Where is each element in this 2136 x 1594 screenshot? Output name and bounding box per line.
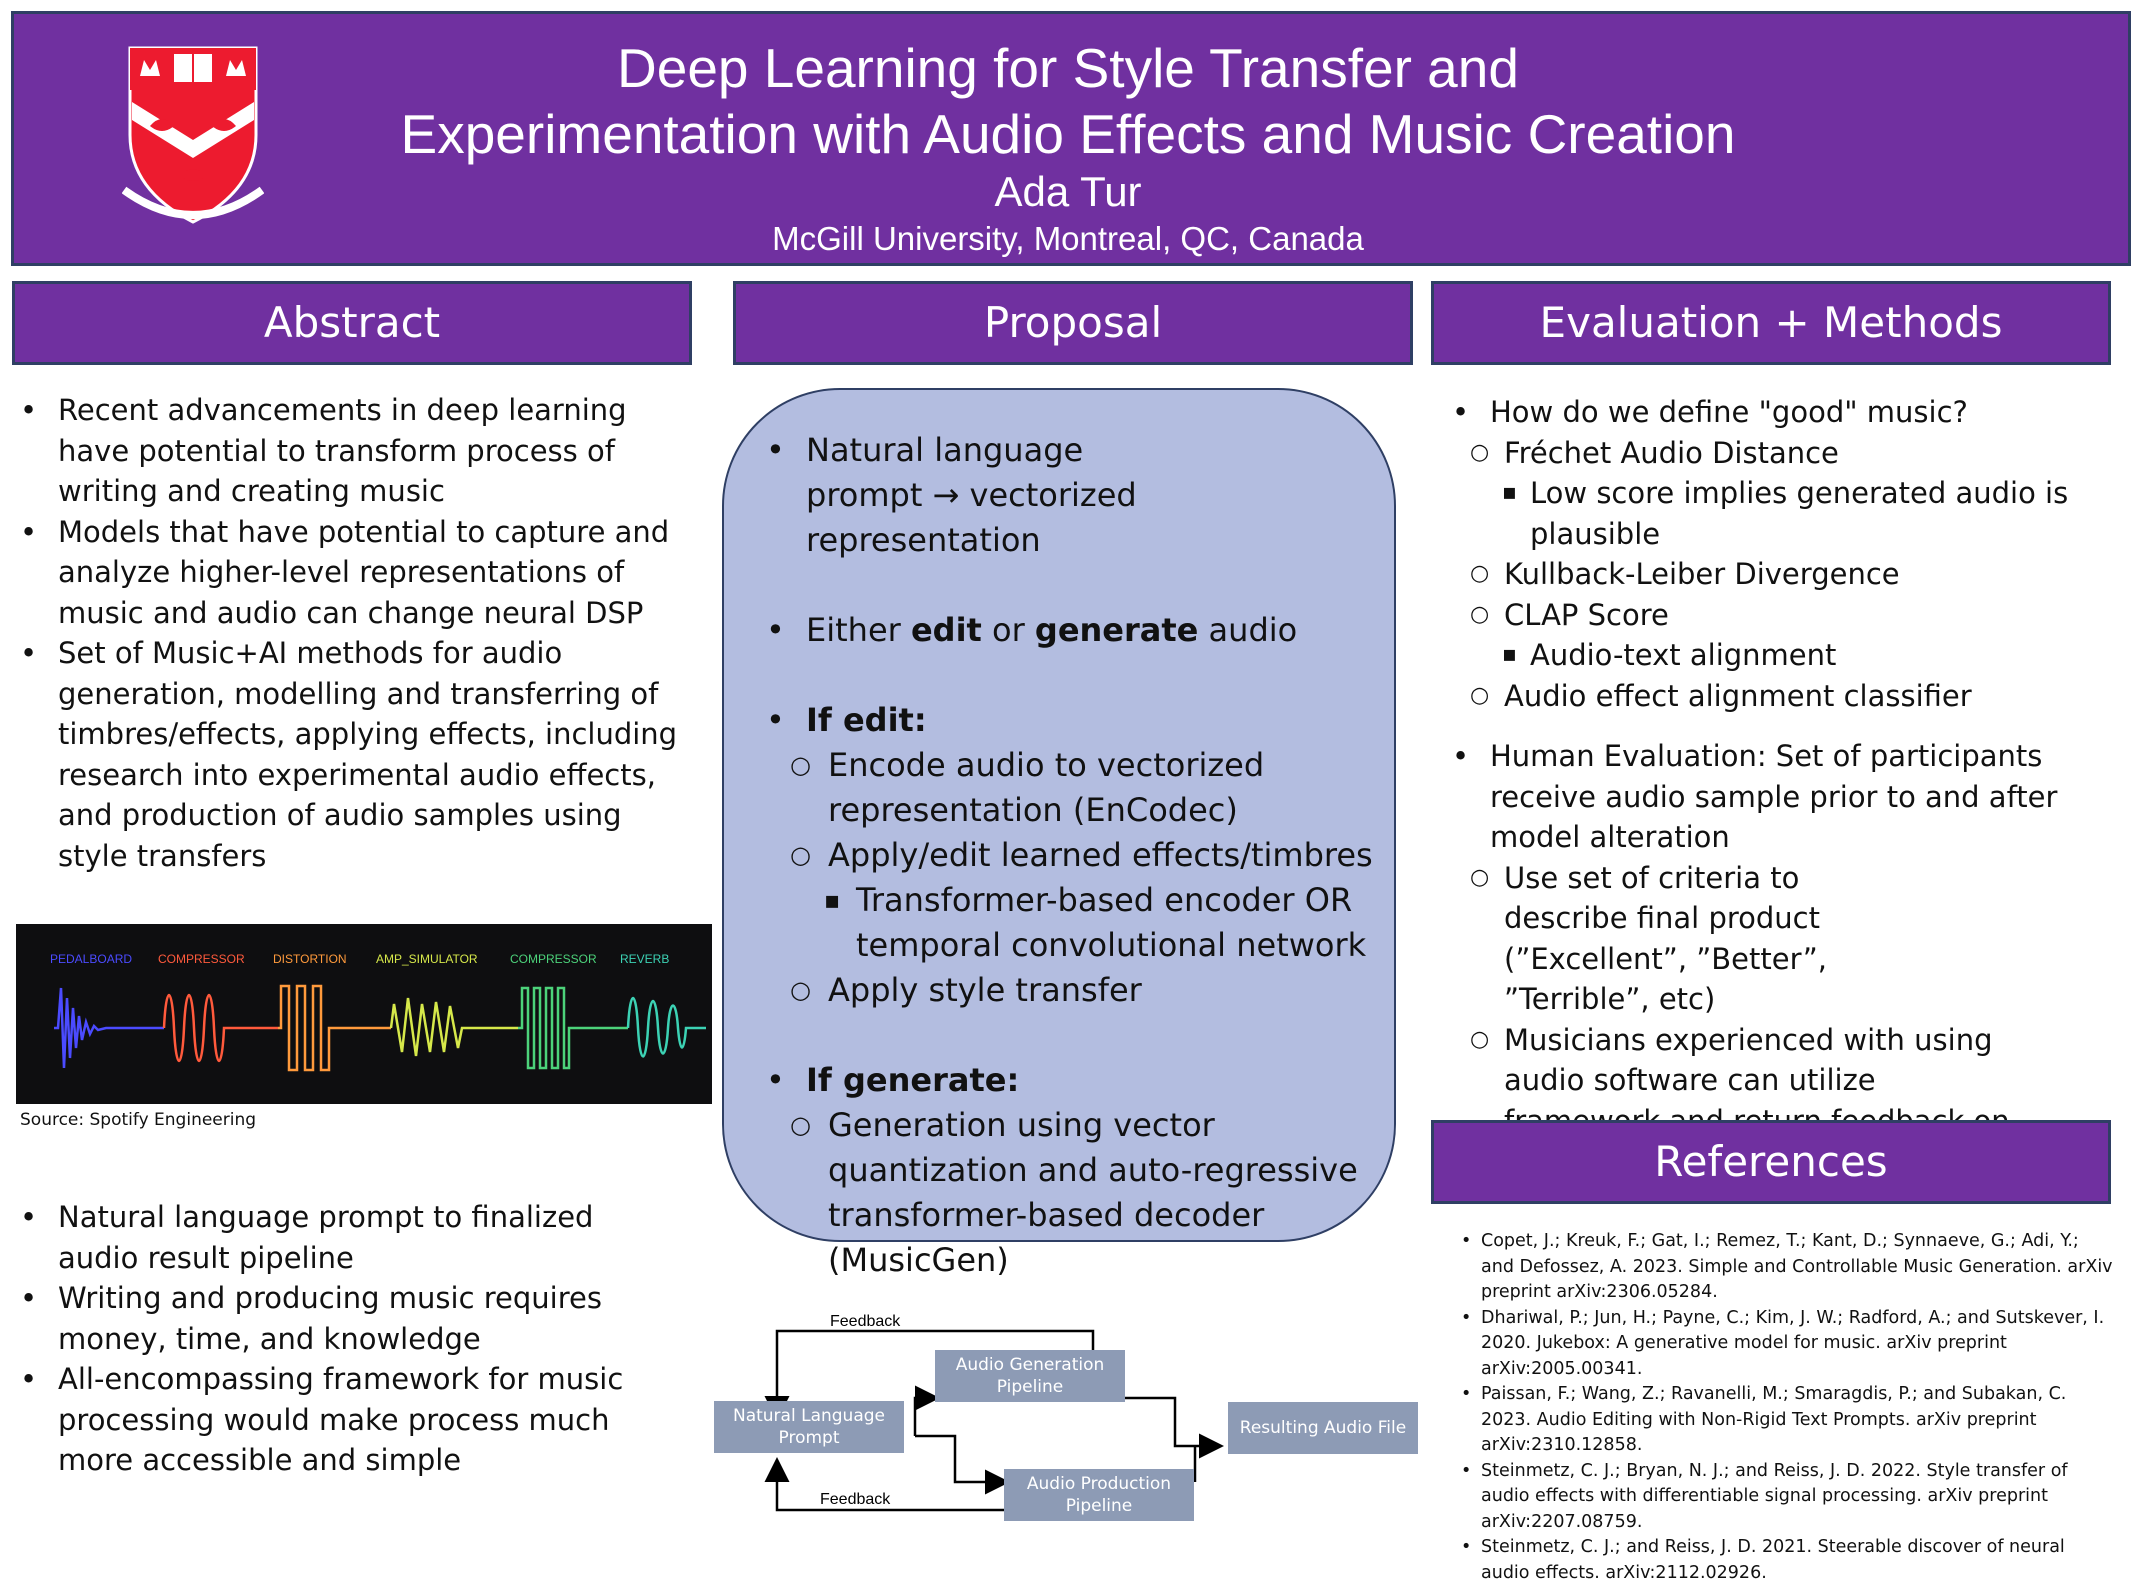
figure-label: COMPRESSOR — [158, 952, 245, 966]
list-item: How do we define "good" music? Fréchet A… — [1444, 392, 2116, 716]
proposal-emphasis: edit — [910, 611, 982, 649]
list-item: Apply style transfer — [790, 968, 1374, 1013]
list-item: Generation using vector quantization and… — [790, 1103, 1374, 1283]
evaluation-text: Human Evaluation: Set of participants re… — [1490, 739, 2058, 854]
reference-item: Steinmetz, C. J.; and Reiss, J. D. 2021.… — [1455, 1535, 2115, 1586]
flow-arrow — [1125, 1396, 1224, 1459]
list-item: Natural language prompt to finalized aud… — [12, 1197, 680, 1278]
list-item: Kullback-Leiber Divergence — [1470, 554, 2116, 595]
list-item: Use set of criteria to describe final pr… — [1470, 858, 2116, 1020]
proposal-text: Either — [806, 611, 911, 649]
list-item: Either edit or generate audio — [764, 608, 1374, 653]
figure-label: AMP_SIMULATOR — [376, 952, 478, 966]
proposal-text: audio — [1198, 611, 1298, 649]
proposal-subheading: If generate: — [806, 1061, 1020, 1099]
flow-node-generation: Audio Generation Pipeline — [935, 1350, 1125, 1402]
pipeline-flowchart: Feedback Feedback — [764, 1313, 1224, 1512]
proposal-text: or — [981, 611, 1035, 649]
figure-label: COMPRESSOR — [510, 952, 597, 966]
list-item: Recent advancements in deep learning hav… — [12, 390, 680, 512]
audio-effects-figure: PEDALBOARD COMPRESSOR DISTORTION AMP_SIM… — [16, 924, 712, 1104]
list-item: All-encompassing framework for music pro… — [12, 1359, 680, 1481]
poster-title-line1: Deep Learning for Style Transfer and — [617, 37, 1519, 99]
list-item: If edit: Encode audio to vectorized repr… — [764, 698, 1374, 1013]
reference-item: Paissan, F.; Wang, Z.; Ravanelli, M.; Sm… — [1455, 1382, 2115, 1459]
proposal-emphasis: generate — [1034, 611, 1199, 649]
list-item: Fréchet Audio Distance Low score implies… — [1470, 433, 2116, 555]
proposal-bullets: Natural language prompt → vectorized rep… — [764, 428, 1374, 1283]
figure-label: REVERB — [620, 952, 669, 966]
audio-effects-waveforms: PEDALBOARD COMPRESSOR DISTORTION AMP_SIM… — [50, 952, 706, 1072]
proposal-text: Apply/edit learned effects/timbres — [828, 836, 1373, 874]
proposal-heading: Proposal — [733, 281, 1413, 365]
list-item: Transformer-based encoder OR temporal co… — [818, 878, 1374, 968]
list-item: Models that have potential to capture an… — [12, 512, 680, 634]
flow-arrow — [913, 1385, 940, 1436]
affiliation: McGill University, Montreal, QC, Canada — [772, 220, 1364, 257]
poster-title-line2: Experimentation with Audio Effects and M… — [400, 103, 1736, 165]
list-item: Encode audio to vectorized representatio… — [790, 743, 1374, 833]
reference-item: Dhariwal, P.; Jun, H.; Payne, C.; Kim, J… — [1455, 1306, 2115, 1383]
list-item: Writing and producing music requires mon… — [12, 1278, 680, 1359]
figure-label: DISTORTION — [273, 952, 347, 966]
flow-node-input: Natural Language Prompt — [714, 1401, 904, 1453]
flow-node-output: Resulting Audio File — [1228, 1402, 1418, 1454]
references-heading: References — [1431, 1120, 2111, 1204]
reference-item: Copet, J.; Kreuk, F.; Gat, I.; Remez, T.… — [1455, 1229, 2115, 1306]
proposal-text: prompt → vectorized representation — [806, 476, 1137, 559]
list-item: Apply/edit learned effects/timbres Trans… — [790, 833, 1374, 968]
abstract-bullets-bottom: Natural language prompt to finalized aud… — [12, 1197, 680, 1481]
figure-caption: Source: Spotify Engineering — [20, 1110, 257, 1130]
feedback-label: Feedback — [830, 1313, 901, 1330]
evaluation-heading: Evaluation + Methods — [1431, 281, 2111, 365]
list-item: Natural language prompt → vectorized rep… — [764, 428, 1374, 563]
list-item: If generate: Generation using vector qua… — [764, 1058, 1374, 1283]
list-item: Audio effect alignment classifier — [1470, 676, 2116, 717]
abstract-heading: Abstract — [12, 281, 692, 365]
list-item: Audio-text alignment — [1496, 635, 2116, 676]
flow-arrow — [915, 1434, 1010, 1495]
list-item: Set of Music+AI methods for audio genera… — [12, 633, 680, 876]
flow-node-production: Audio Production Pipeline — [1004, 1469, 1194, 1521]
author-name: Ada Tur — [994, 168, 1142, 215]
proposal-subheading: If edit: — [806, 701, 927, 739]
proposal-text: Natural language — [806, 431, 1084, 469]
evaluation-bullets: How do we define "good" music? Fréchet A… — [1444, 392, 2116, 1182]
abstract-bullets-top: Recent advancements in deep learning hav… — [12, 390, 680, 876]
reference-item: Steinmetz, C. J.; Bryan, N. J.; and Reis… — [1455, 1459, 2115, 1536]
figure-label: PEDALBOARD — [50, 952, 132, 966]
title-banner — [11, 11, 2131, 266]
list-item: Human Evaluation: Set of participants re… — [1444, 736, 2116, 1182]
feedback-arrow-top — [764, 1329, 1095, 1421]
evaluation-text: Fréchet Audio Distance — [1504, 435, 1839, 470]
evaluation-text: CLAP Score — [1504, 597, 1669, 632]
list-item: Low score implies generated audio is pla… — [1496, 473, 2116, 554]
feedback-label: Feedback — [820, 1491, 891, 1508]
list-item: CLAP Score Audio-text alignment — [1470, 595, 2116, 676]
evaluation-text: How do we define "good" music? — [1490, 395, 1968, 429]
mcgill-crest-logo — [122, 46, 264, 224]
references-list: Copet, J.; Kreuk, F.; Gat, I.; Remez, T.… — [1455, 1229, 2115, 1586]
